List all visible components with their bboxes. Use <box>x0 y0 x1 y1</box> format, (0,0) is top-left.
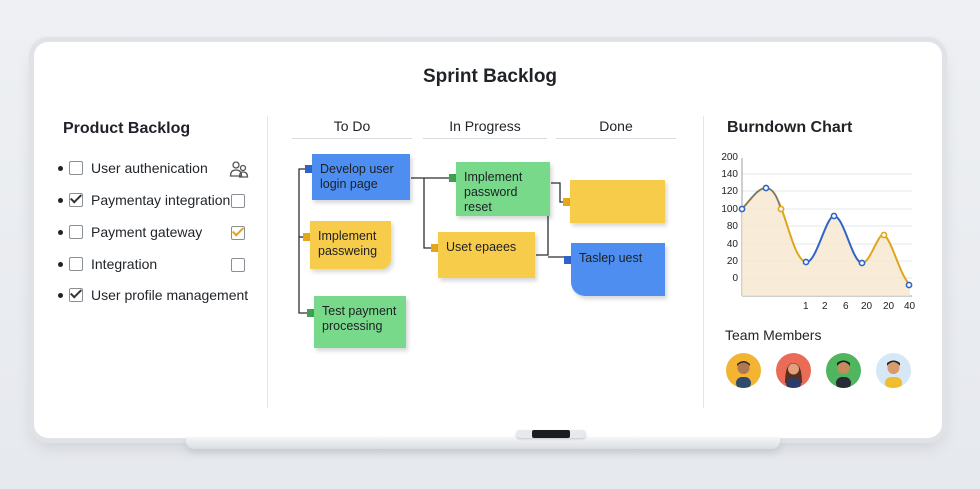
page-title: Sprint Backlog <box>422 66 558 87</box>
card-tab <box>307 309 314 317</box>
task-card[interactable]: Test payment processing <box>314 296 406 348</box>
x-tick-label: 40 <box>904 301 916 312</box>
task-card-text: Implement password reset <box>464 170 523 214</box>
card-tab <box>303 233 310 241</box>
card-tab <box>305 165 312 173</box>
x-tick-label: 20 <box>883 301 895 312</box>
bullet-icon <box>58 229 63 235</box>
column-underline <box>423 138 547 139</box>
column-header-done: Done <box>599 118 633 134</box>
column-header-in-progress: In Progress <box>449 118 521 134</box>
checkbox[interactable] <box>69 225 83 239</box>
card-tab <box>431 244 438 252</box>
y-tick-label: 40 <box>726 239 738 250</box>
person-icon <box>836 360 851 388</box>
checkbox-checked[interactable] <box>69 193 83 207</box>
checkbox[interactable] <box>69 257 83 271</box>
card-tab <box>564 256 571 264</box>
bullet-icon <box>58 197 63 203</box>
bullet-icon <box>58 292 63 298</box>
task-card[interactable] <box>570 180 665 223</box>
bullet-icon <box>58 261 63 267</box>
task-card[interactable]: Develop user login page <box>312 154 410 200</box>
x-tick-label: 2 <box>822 301 828 312</box>
backlog-item[interactable]: Paymentay integration <box>58 190 230 210</box>
person-icon <box>885 360 902 388</box>
task-card-text: Test payment processing <box>322 304 397 333</box>
task-card[interactable]: Implement passweing <box>310 221 391 269</box>
x-tick-label: 1 <box>803 301 809 312</box>
avatar[interactable] <box>776 353 811 388</box>
avatar[interactable] <box>876 353 911 388</box>
backlog-item[interactable]: Payment gateway <box>58 222 202 242</box>
backlog-item[interactable]: Integration <box>58 254 157 274</box>
right-checkbox[interactable] <box>231 258 245 272</box>
divider-right <box>703 116 704 408</box>
backlog-item[interactable]: User profile management <box>58 285 248 305</box>
x-tick-label: 6 <box>843 301 849 312</box>
team-members-title: Team Members <box>725 327 822 343</box>
task-card-text: Uset epaees <box>446 240 517 254</box>
burndown-title: Burndown Chart <box>727 119 853 136</box>
bullet-icon <box>58 165 63 171</box>
task-card[interactable]: Uset epaees <box>438 232 535 278</box>
column-underline <box>292 138 412 139</box>
task-card-text: Develop user login page <box>320 162 394 191</box>
users-icon[interactable] <box>229 160 249 178</box>
y-tick-label: 120 <box>721 186 738 197</box>
avatar[interactable] <box>826 353 861 388</box>
y-tick-label: 20 <box>726 256 738 267</box>
backlog-item[interactable]: User authenication <box>58 158 208 178</box>
product-backlog-title: Product Backlog <box>63 120 191 137</box>
backlog-item-label: Paymentay integration <box>91 192 231 208</box>
task-card[interactable]: Taslep uest <box>571 243 665 296</box>
marker-tray <box>186 437 780 449</box>
task-card-text: Taslep uest <box>579 251 643 265</box>
right-checkbox[interactable] <box>231 194 245 208</box>
backlog-item-label: Payment gateway <box>91 224 203 240</box>
task-card-text: Implement passweing <box>318 229 378 258</box>
column-header-todo: To Do <box>333 118 371 134</box>
marker-icon[interactable] <box>516 430 586 438</box>
card-tab <box>563 198 570 206</box>
backlog-item-label: User profile management <box>91 287 249 303</box>
y-tick-label: 200 <box>721 152 738 163</box>
x-tick-label: 20 <box>861 301 873 312</box>
person-icon <box>785 363 802 388</box>
y-tick-label: 140 <box>721 169 738 180</box>
card-tab <box>449 174 456 182</box>
avatar[interactable] <box>726 353 761 388</box>
person-icon <box>736 361 751 388</box>
right-checkbox-checked[interactable] <box>231 226 245 240</box>
column-underline <box>556 138 676 139</box>
backlog-item-label: Integration <box>91 256 158 272</box>
task-card[interactable]: Implement password reset <box>456 162 550 216</box>
backlog-item-label: User authenication <box>91 160 208 176</box>
y-tick-label: 80 <box>726 221 738 232</box>
checkbox[interactable] <box>69 161 83 175</box>
y-tick-label: 100 <box>721 204 738 215</box>
y-tick-label: 0 <box>732 273 738 284</box>
divider-left <box>267 116 268 408</box>
checkbox-checked[interactable] <box>69 288 83 302</box>
